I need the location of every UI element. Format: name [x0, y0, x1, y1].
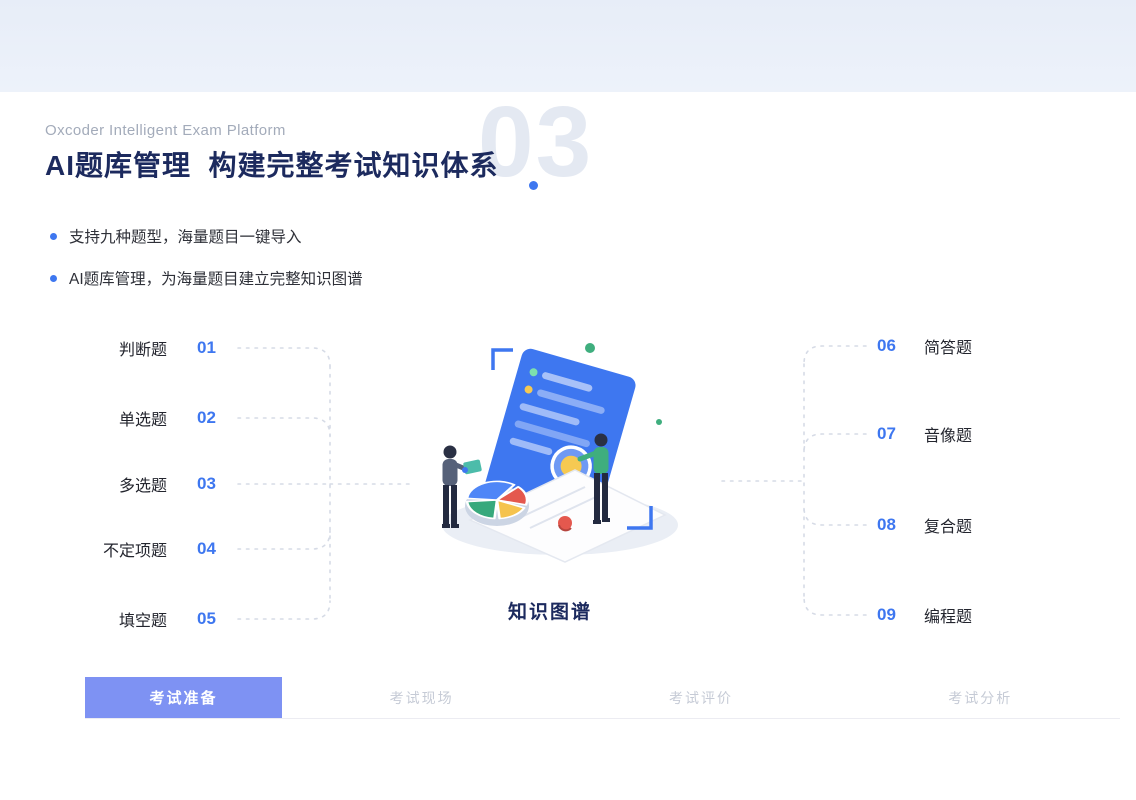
crop-mark-top-left — [491, 348, 513, 370]
feature-bullet: AI题库管理，为海量题目建立完整知识图谱 — [50, 267, 363, 289]
question-type-item: 判断题 01 — [85, 336, 227, 360]
tab-exam-preparation[interactable]: 考试准备 — [85, 677, 282, 718]
question-type-item: 不定项题 04 — [85, 537, 227, 561]
feature-bullet-text: 支持九种题型，海量题目一键导入 — [69, 229, 302, 246]
tab-exam-evaluation[interactable]: 考试评价 — [668, 689, 733, 706]
section-number-watermark: 03 — [478, 86, 594, 198]
feature-bullet: 支持九种题型，海量题目一键导入 — [50, 225, 302, 247]
question-type-item: 07 音像题 — [877, 422, 1047, 446]
question-type-number: 07 — [877, 424, 896, 443]
blue-dot-small — [462, 467, 468, 473]
question-type-label: 复合题 — [924, 519, 973, 536]
question-type-label: 编程题 — [924, 609, 973, 626]
document-sheet — [468, 469, 667, 563]
question-type-number: 06 — [877, 336, 896, 355]
question-type-label: 不定项题 — [102, 543, 167, 560]
green-dot — [585, 343, 595, 353]
tab-exam-analysis[interactable]: 考试分析 — [948, 689, 1013, 706]
question-type-number: 05 — [197, 609, 216, 628]
footer-tabbar: 考试准备 考试现场 考试评价 考试分析 — [85, 677, 1120, 719]
question-type-label: 判断题 — [118, 342, 167, 359]
question-type-item: 08 复合题 — [877, 513, 1047, 537]
feature-bullet-text: AI题库管理，为海量题目建立完整知识图谱 — [69, 271, 363, 288]
platform-name: Oxcoder Intelligent Exam Platform — [45, 122, 286, 139]
question-type-number: 01 — [197, 338, 216, 357]
tab-exam-scene[interactable]: 考试现场 — [389, 689, 454, 706]
bullet-dot — [50, 274, 57, 282]
red-button — [558, 516, 572, 530]
question-type-number: 03 — [197, 474, 216, 493]
question-type-label: 音像题 — [924, 428, 973, 445]
question-type-item: 单选题 02 — [85, 406, 227, 430]
question-type-number: 09 — [877, 605, 896, 624]
top-banner — [0, 0, 1136, 92]
knowledge-graph-illustration — [442, 343, 678, 563]
question-type-label: 简答题 — [924, 340, 973, 357]
question-type-label: 多选题 — [118, 478, 167, 495]
illustration-caption: 知识图谱 — [507, 602, 592, 623]
person-right — [577, 433, 610, 524]
question-type-number: 02 — [197, 408, 216, 427]
green-dot-small — [656, 419, 662, 425]
question-type-item: 06 简答题 — [877, 334, 1047, 358]
crop-mark-bottom-right — [627, 506, 653, 530]
red-button-shade — [558, 524, 572, 532]
question-type-item: 多选题 03 — [85, 472, 227, 496]
person-left — [442, 445, 482, 528]
watermark-dot — [529, 181, 538, 190]
question-type-label: 单选题 — [118, 412, 167, 429]
pie-chart — [465, 480, 529, 526]
question-type-label: 填空题 — [118, 613, 167, 630]
question-type-item: 09 编程题 — [877, 603, 1047, 627]
page-title: AI题库管理 构建完整考试知识体系 — [45, 150, 499, 181]
question-type-number: 04 — [197, 539, 216, 558]
question-type-item: 填空题 05 — [85, 607, 227, 631]
bullet-dot — [50, 232, 57, 240]
question-type-number: 08 — [877, 515, 896, 534]
